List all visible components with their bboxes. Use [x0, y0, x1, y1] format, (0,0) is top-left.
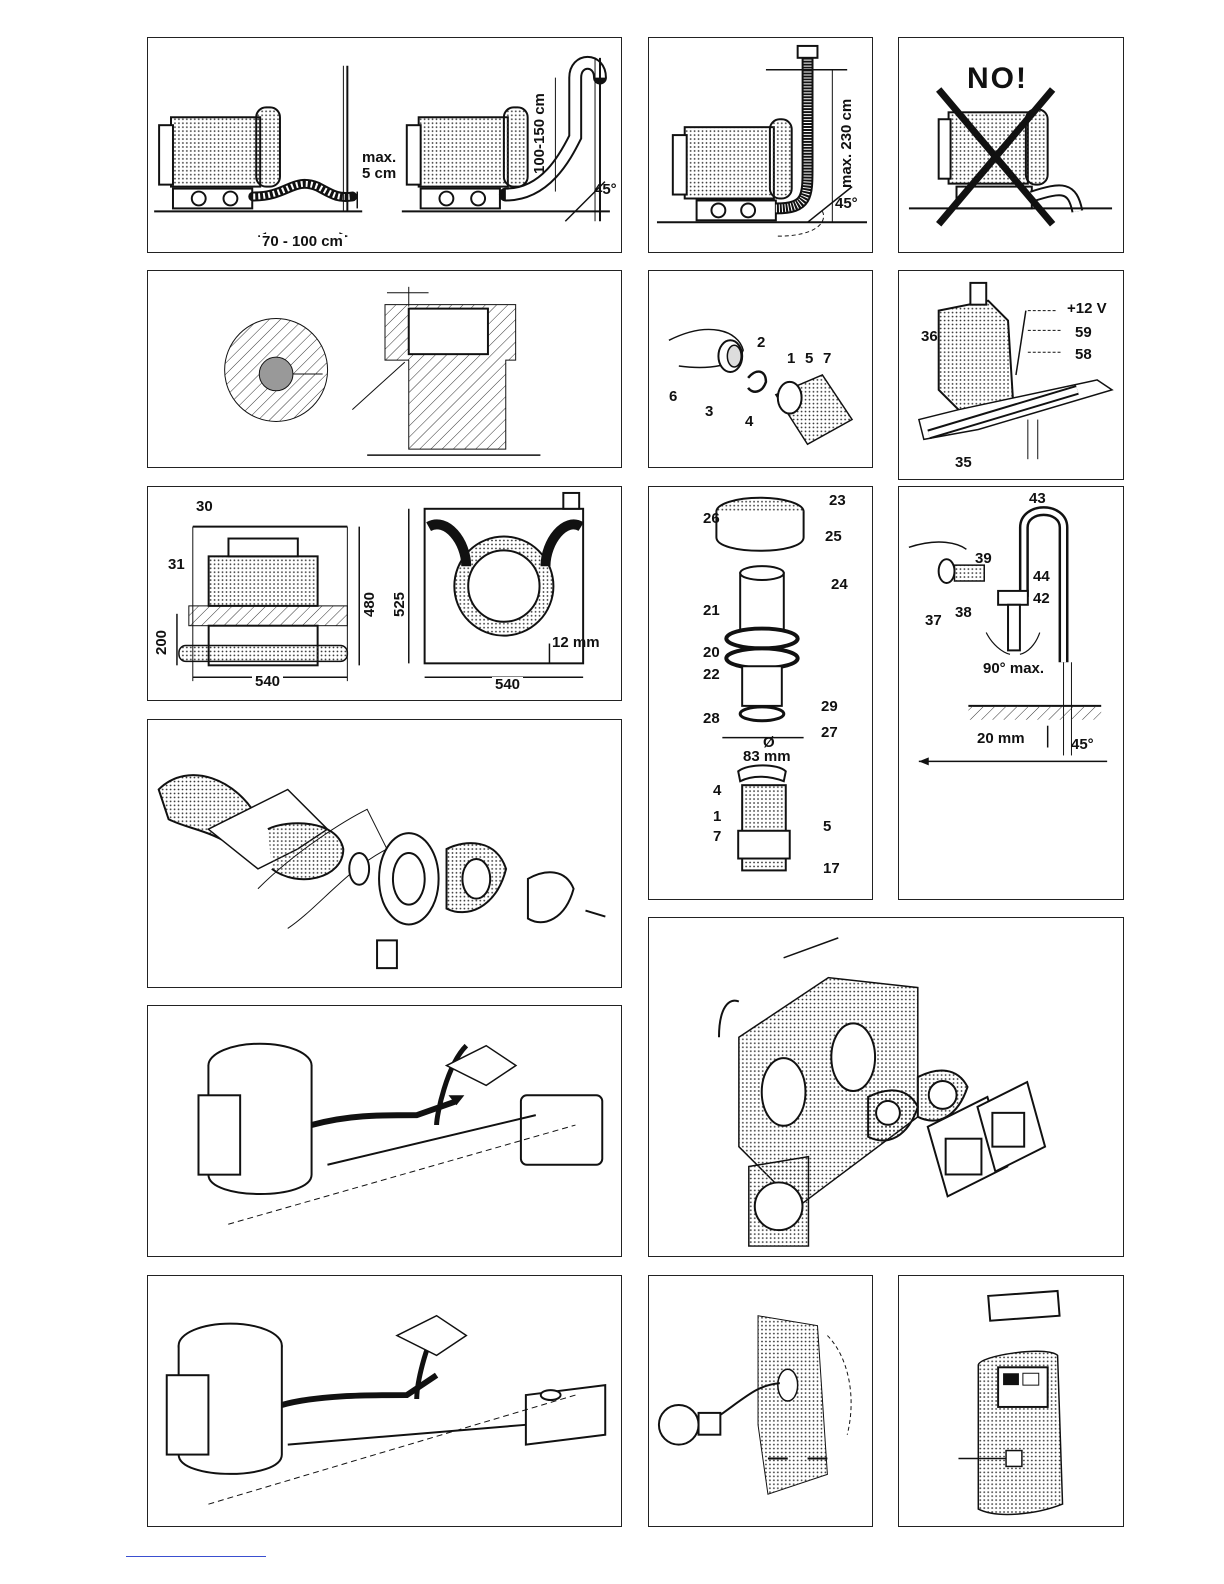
wire-58-label: 58	[1075, 347, 1092, 362]
water-system-b-figure	[148, 1276, 621, 1526]
panel-switch	[648, 1275, 873, 1527]
rise-label: 100-150 cm	[532, 93, 547, 174]
tap-angle: 45°	[1071, 737, 1094, 752]
pipe-part-1: 1	[713, 809, 721, 824]
pipe-part-4: 4	[713, 783, 721, 798]
pipe-part-22: 22	[703, 667, 720, 682]
pump-part-35: 35	[955, 455, 972, 470]
tap-part-39: 39	[975, 551, 992, 566]
no-label: NO!	[967, 64, 1028, 94]
pipe-part-24: 24	[831, 577, 848, 592]
length-label: 70 - 100 cm	[260, 234, 345, 249]
panel-intake: 2 1 5 7 6 3 4	[648, 270, 873, 468]
pipe-part-5: 5	[823, 819, 831, 834]
control-unit-figure	[899, 1276, 1123, 1526]
max-gap-label-line2: 5 cm	[362, 166, 396, 181]
clearance-label: 12 mm	[552, 635, 600, 650]
panel-exploded-mount	[147, 719, 622, 988]
panel-exhaust-horizontal: max. 5 cm 70 - 100 cm 100-150 cm 45°	[147, 37, 622, 253]
dim-label-31: 31	[168, 557, 185, 572]
footer-rule	[126, 1556, 266, 1557]
pipe-part-21: 21	[703, 603, 720, 618]
panel-exhaust-vertical: max. 230 cm 45°	[648, 37, 873, 253]
water-system-a-figure	[148, 1006, 621, 1256]
installation-figure	[649, 918, 1123, 1256]
panel-exhaust-pipe: 23 26 25 24 21 20 22 29 28 27 Ø 83 mm 4 …	[648, 486, 873, 900]
intake-part-3: 3	[705, 404, 713, 419]
panel-dimensions: 30 31 200 480 525 540 540 12 mm	[147, 486, 622, 701]
intake-part-7: 7	[823, 351, 831, 366]
tap-part-38: 38	[955, 605, 972, 620]
panel-forbidden: NO!	[898, 37, 1124, 253]
tap-part-44: 44	[1033, 569, 1050, 584]
dimensions-figure	[148, 487, 621, 700]
angle-label: 45°	[594, 182, 617, 197]
panel-section	[147, 270, 622, 468]
section-figure	[148, 271, 621, 467]
pipe-part-25: 25	[825, 529, 842, 544]
tap-part-42: 42	[1033, 591, 1050, 606]
intake-part-6: 6	[669, 389, 677, 404]
dim-label-30: 30	[196, 499, 213, 514]
dim-label-525: 525	[392, 592, 407, 617]
exploded-mount-figure	[148, 720, 621, 987]
panel-control-unit	[898, 1275, 1124, 1527]
pipe-part-26: 26	[703, 511, 720, 526]
intake-part-4: 4	[745, 414, 753, 429]
tap-depth: 20 mm	[977, 731, 1025, 746]
dim-label-480: 480	[362, 592, 377, 617]
pipe-part-20: 20	[703, 645, 720, 660]
voltage-label: +12 V	[1067, 301, 1107, 316]
intake-part-2: 2	[757, 335, 765, 350]
pipe-diameter-line2: 83 mm	[743, 749, 791, 764]
dim-label-540-right: 540	[492, 677, 523, 692]
intake-part-1: 1	[787, 351, 795, 366]
switch-figure	[649, 1276, 872, 1526]
pump-part-36: 36	[921, 329, 938, 344]
heater-horizontal-figure	[148, 38, 621, 252]
exhaust-pipe-figure	[649, 487, 872, 899]
tap-angle-max: 90° max.	[983, 661, 1044, 676]
max-height-label: max. 230 cm	[839, 99, 854, 188]
tap-part-37: 37	[925, 613, 942, 628]
max-gap-label-line1: max.	[362, 150, 396, 165]
pipe-part-29: 29	[821, 699, 838, 714]
vertical-angle-label: 45°	[835, 196, 858, 211]
intake-figure	[649, 271, 872, 467]
wire-59-label: 59	[1075, 325, 1092, 340]
tap-part-43: 43	[1029, 491, 1046, 506]
intake-part-5: 5	[805, 351, 813, 366]
panel-fuel-tap: 43 39 44 42 37 38 90° max. 20 mm 45°	[898, 486, 1124, 900]
pipe-part-27: 27	[821, 725, 838, 740]
panel-installation	[648, 917, 1124, 1257]
fuel-tap-figure	[899, 487, 1123, 899]
panel-water-system-b	[147, 1275, 622, 1527]
pipe-part-28: 28	[703, 711, 720, 726]
pipe-part-7: 7	[713, 829, 721, 844]
pipe-part-17: 17	[823, 861, 840, 876]
dim-label-200: 200	[154, 630, 169, 655]
panel-fuel-pump: 36 35 +12 V 59 58	[898, 270, 1124, 480]
panel-water-system-a	[147, 1005, 622, 1257]
dim-label-540-left: 540	[252, 674, 283, 689]
pipe-part-23: 23	[829, 493, 846, 508]
